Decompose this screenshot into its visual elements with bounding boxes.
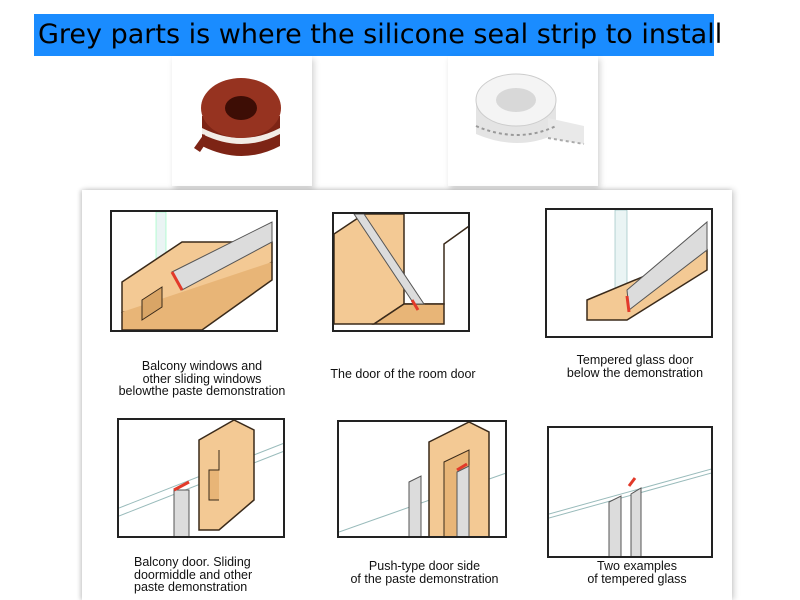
panel-tempered-glass-door [545, 208, 713, 338]
caption-room-door: The door of the room door [330, 367, 476, 381]
panel-push-door [337, 420, 507, 538]
tempered-glass-door-diagram [586, 210, 708, 321]
installation-diagram-sheet: Balcony windows and other sliding window… [82, 190, 732, 600]
room-door-diagram [334, 214, 468, 325]
brown-seal-roll-photo [172, 56, 312, 186]
balcony-sliding-door-diagram [119, 420, 283, 536]
caption-push-door: Push-type door side of the paste demonst… [350, 559, 499, 586]
panel-balcony-window [110, 210, 278, 332]
panel-room-door [332, 212, 470, 332]
panel-tempered-glass-examples [547, 426, 713, 558]
white-roll-illustration [475, 73, 585, 145]
banner-text: Grey parts is where the silicone seal st… [38, 19, 723, 50]
brown-roll-illustration [194, 78, 281, 156]
caption-balcony-window: Balcony windows and other sliding window… [118, 359, 286, 398]
caption-tempered-glass-examples: Two examples of tempered glass [587, 559, 687, 586]
caption-balcony-sliding-door: Balcony door. Sliding doormiddle and oth… [134, 555, 253, 594]
tempered-glass-examples-diagram [549, 468, 711, 556]
white-seal-roll-photo [448, 56, 598, 186]
panel-balcony-sliding-door [117, 418, 285, 538]
title-banner: Grey parts is where the silicone seal st… [34, 14, 722, 56]
caption-tempered-glass-door: Tempered glass door below the demonstrat… [566, 353, 704, 380]
push-door-diagram [339, 422, 505, 536]
balcony-window-diagram [121, 212, 273, 330]
